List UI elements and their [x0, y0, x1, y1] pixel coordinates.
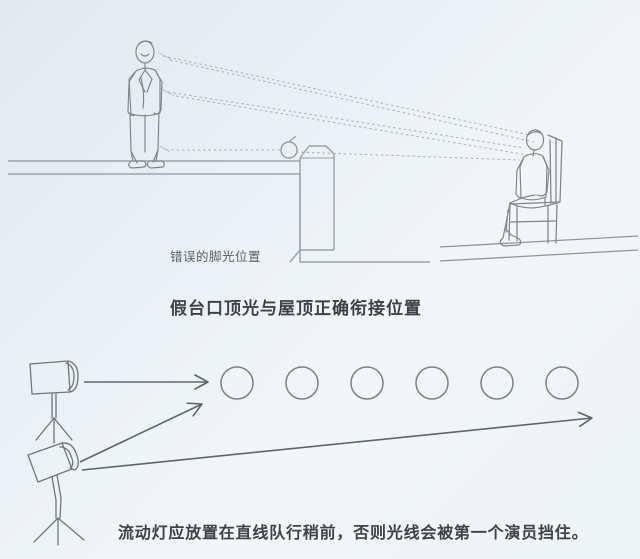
performer-circle [415, 366, 449, 400]
spotlight-upper [29, 360, 79, 444]
performer-circle [220, 366, 254, 400]
arrow-short-diagonal [79, 396, 206, 463]
performer-circle [480, 366, 514, 400]
performer-circle [350, 366, 384, 400]
proscenium-arch [289, 145, 430, 263]
auditorium-floor [439, 235, 639, 262]
light-rays [162, 55, 535, 161]
performer-circle [545, 366, 579, 400]
seated-viewer [499, 129, 550, 247]
standing-actor [127, 40, 165, 169]
performer-circle [285, 366, 319, 400]
arrow-blocked-path [84, 374, 209, 390]
footlight-fixture-icon [280, 135, 298, 159]
spotlight-lower [27, 442, 85, 546]
performer-row [220, 366, 579, 400]
arrow-correct-path [81, 410, 594, 471]
caption-footlight: 错误的脚光位置 [170, 250, 262, 264]
ray-leader-lines [157, 51, 175, 153]
chair [508, 134, 563, 244]
caption-proscenium: 假台口顶光与屋顶正确衔接位置 [170, 299, 422, 318]
caption-bottom: 流动灯应放置在直线队行稍前，否则光线会被第一个演员挡住。 [118, 525, 589, 542]
